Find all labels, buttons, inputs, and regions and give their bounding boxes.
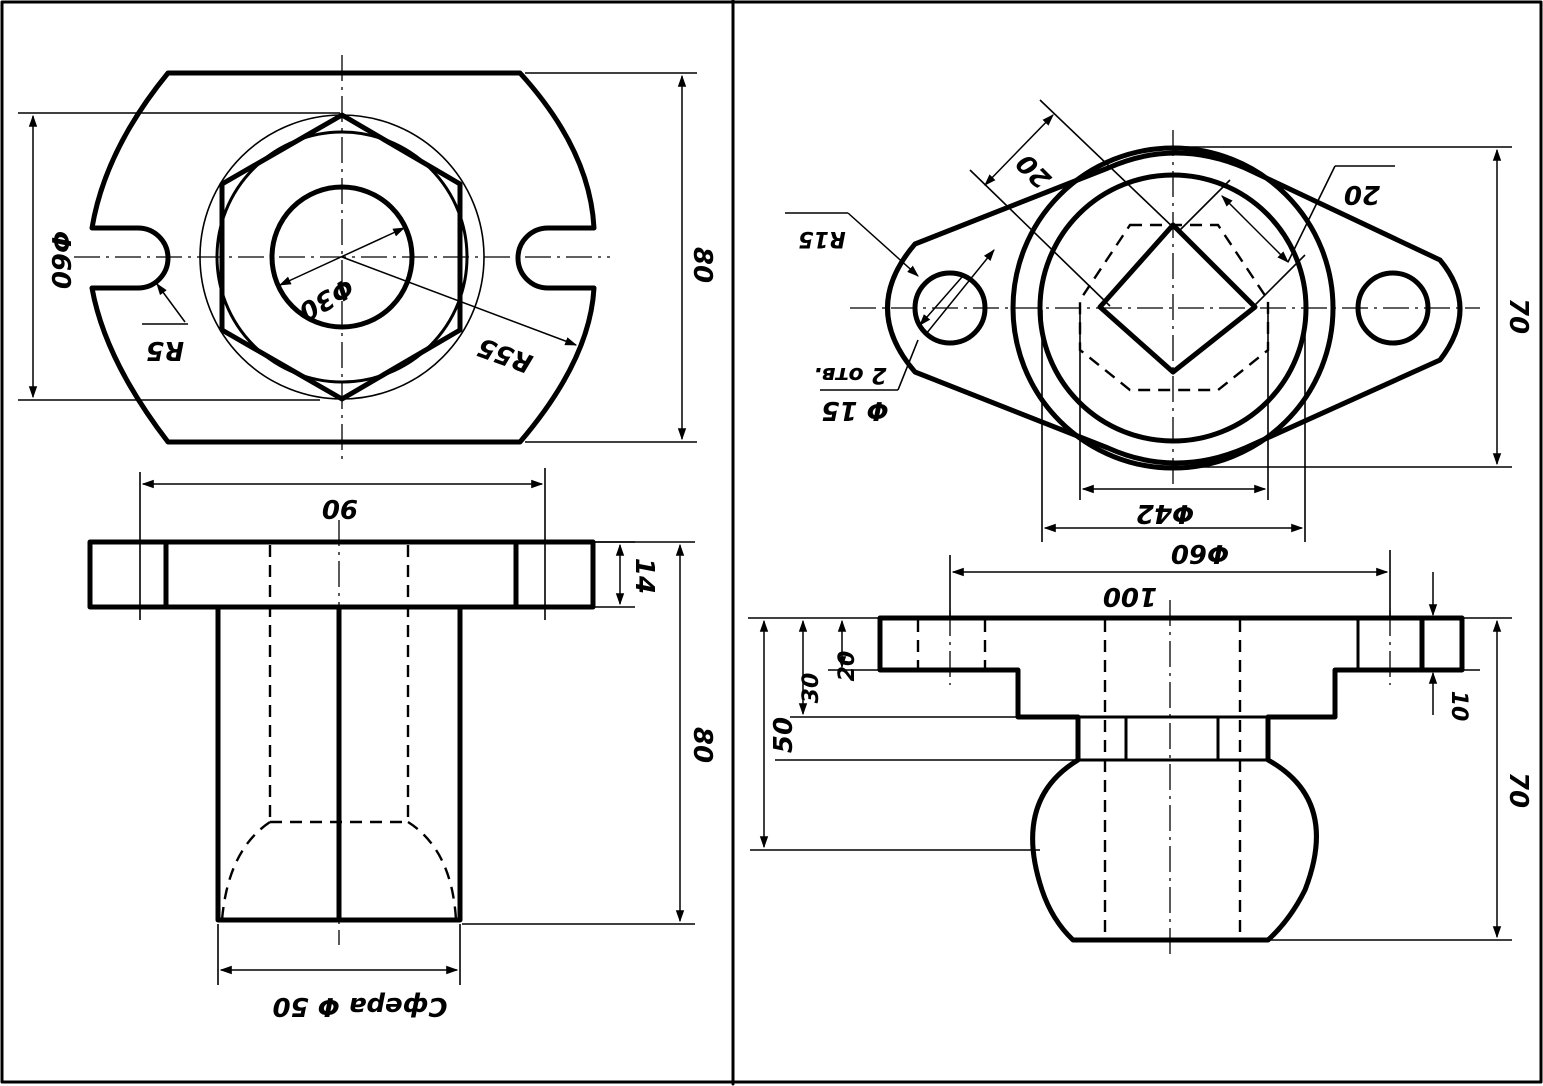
label-r5: R5 [146,335,184,365]
label-10: 10 [1446,691,1471,722]
square-socket [1097,222,1258,375]
label-20-step: 20 [835,651,860,682]
dim-80-top: 80 [525,72,717,443]
label-square-20a: 20 [1011,147,1058,194]
dim-r15: R15 [785,212,919,277]
label-100: 100 [1103,581,1157,611]
right-front-view: 100 20 30 50 10 70 [748,550,1533,960]
label-phi30: Φ30 [293,271,358,326]
dim-phi15: 2 отв. Φ 15 [813,249,995,425]
dim-phi60-right: Φ60 [1041,310,1306,568]
left-front-view: 90 14 80 Сфера Φ 50 [87,468,717,1021]
label-holes: 2 отв. [813,362,886,387]
dim-70-top: 70 [1175,146,1533,468]
dim-100: 100 [949,550,1391,616]
dim-phi60: Φ60 [18,112,340,401]
label-80-front: 80 [687,727,717,763]
flange-outline [89,70,597,445]
dim-steps: 20 30 50 [748,617,1076,851]
label-sphere: Сфера Φ 50 [272,991,447,1021]
oval-flange-outline [885,150,1463,466]
label-phi60-right: Φ60 [1171,538,1229,568]
label-70-front: 70 [1503,772,1533,808]
dim-sphere-phi50: Сфера Φ 50 [217,924,461,1021]
dim-14: 14 [595,541,659,608]
right-top-view: 20 20 R15 2 отв. Φ 15 [785,99,1533,568]
label-80-top: 80 [687,247,717,283]
dim-square-20a: 20 [969,99,1179,307]
label-90: 90 [322,493,358,523]
label-30-step: 30 [799,673,824,704]
label-50-step: 50 [769,717,799,753]
label-phi42: Φ42 [1136,498,1194,528]
dim-90: 90 [139,468,546,540]
label-square-20b: 20 [1344,179,1380,209]
dim-10: 10 [1428,572,1480,722]
label-phi60: Φ60 [45,231,75,289]
label-phi15: Φ 15 [821,395,888,425]
left-top-view: Φ60 80 Φ30 R55 R5 [18,55,717,465]
label-14: 14 [629,558,659,594]
stepped-body [877,615,1465,943]
label-70-top: 70 [1503,298,1533,334]
dim-80-front: 80 [462,541,717,925]
dim-r5: R5 [142,283,188,365]
dim-phi42: Φ42 [1079,310,1269,528]
dim-70-front: 70 [1270,617,1533,941]
label-r15: R15 [798,226,846,251]
label-r55: R55 [474,331,537,378]
dim-square-20b: 20 [1179,165,1395,306]
